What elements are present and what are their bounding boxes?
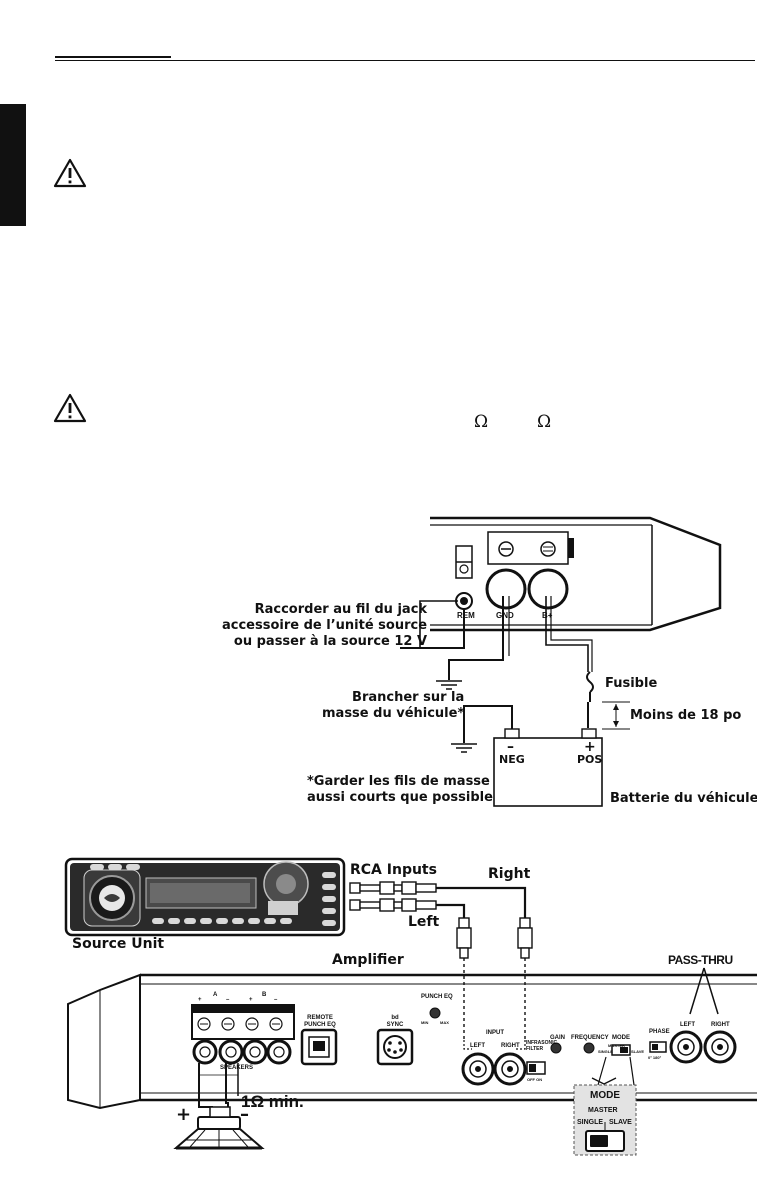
speaker-icon [173, 1106, 265, 1150]
fuse-label: Fusible [605, 676, 658, 691]
mode-single-label: SINGLE [598, 1049, 613, 1054]
fuse-distance-label: Moins de 18 po [630, 708, 742, 723]
mode-master-label: MASTER [608, 1043, 625, 1048]
rca-cables [349, 881, 437, 912]
battery-positive-sign: + [584, 739, 596, 755]
channel-a-label: A [213, 992, 218, 998]
battery-label: Batterie du véhicule [610, 791, 757, 806]
frequency-label: FREQUENCY [571, 1035, 609, 1041]
punch-eq-max-label: MAX [440, 1020, 449, 1025]
ground-note: Brancher sur la masse du véhicule* [322, 690, 465, 721]
ground-short-note: *Garder les fils de masse aussi courts q… [307, 774, 493, 805]
input-right-label: RIGHT [501, 1043, 520, 1049]
channel-b-label: B [262, 992, 267, 998]
impedance-label: 1Ω min. [241, 1092, 304, 1111]
warning-icon [53, 158, 87, 188]
bplus-terminal-label: B+ [542, 611, 553, 620]
rem-terminal-label: REM [457, 611, 475, 620]
bd-sync-label: bd SYNC [386, 1015, 404, 1028]
channel-a-plus-label: + [198, 997, 202, 1003]
battery-negative-sign: – [507, 739, 514, 755]
channel-b-plus-label: + [249, 997, 253, 1003]
right-channel-label: Right [488, 866, 531, 882]
remote-punch-eq-label: REMOTE PUNCH EQ [304, 1015, 336, 1028]
punch-eq-label: PUNCH EQ [421, 994, 453, 1000]
left-channel-label: Left [408, 914, 440, 930]
ohm-symbol: Ω [537, 412, 552, 432]
gain-label: GAIN [550, 1035, 565, 1041]
battery-positive-label: POS [577, 753, 603, 766]
speaker-minus-label: – [240, 1104, 249, 1125]
mode-detail-master: MASTER [588, 1107, 618, 1114]
pass-thru-right-label: RIGHT [711, 1022, 730, 1028]
language-tab [0, 104, 26, 226]
remote-wire-note: Raccorder au fil du jack accessoire de l… [222, 602, 428, 649]
mode-label: MODE [612, 1035, 630, 1041]
input-label: INPUT [486, 1030, 504, 1036]
punch-eq-min-label: MIN [421, 1020, 429, 1025]
pass-thru-label: PASS-THRU [668, 953, 733, 967]
amplifier-label: Amplifier [332, 952, 404, 968]
battery-negative-label: NEG [499, 753, 525, 766]
phase-values-label: 0° 180° [648, 1055, 662, 1060]
mode-detail-title: MODE [590, 1090, 620, 1101]
source-unit-label: Source Unit [72, 936, 165, 952]
header-rule-accent [55, 56, 171, 58]
channel-b-minus-label: – [274, 997, 278, 1003]
mode-detail-single: SINGLE [577, 1119, 604, 1126]
header-rule [55, 60, 755, 61]
input-left-label: LEFT [470, 1043, 485, 1049]
infrasonic-off-on-label: OFF ON [527, 1077, 543, 1082]
phase-label: PHASE [649, 1029, 670, 1035]
mode-slave-label: SLAVE [631, 1049, 645, 1054]
warning-icon [53, 393, 87, 423]
mode-detail-slave: SLAVE [609, 1119, 632, 1126]
gnd-terminal-label: GND [496, 611, 514, 620]
ohm-symbol: Ω [474, 412, 489, 432]
rca-inputs-label: RCA Inputs [350, 862, 437, 878]
channel-a-minus-label: – [226, 997, 230, 1003]
speakers-label: SPEAKERS [220, 1065, 254, 1071]
pass-thru-left-label: LEFT [680, 1022, 695, 1028]
source-unit-illustration [64, 857, 346, 937]
speaker-plus-label: + [176, 1104, 192, 1125]
infrasonic-filter-label: INFRASONIC FILTER [526, 1040, 558, 1052]
